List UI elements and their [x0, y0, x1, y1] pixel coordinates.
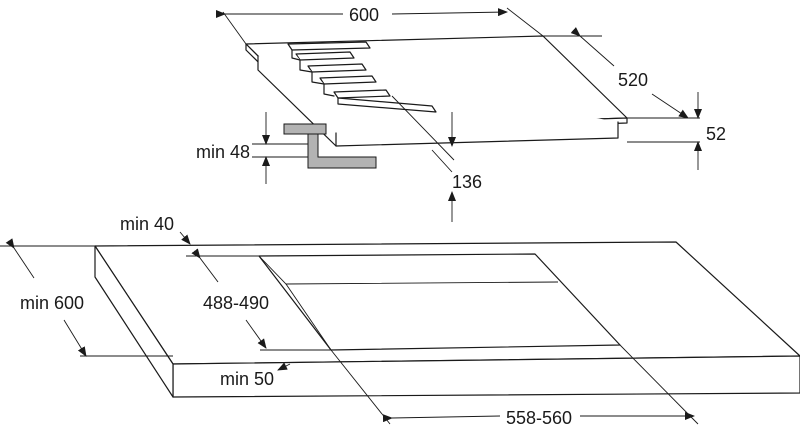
label-min-side-gap: min 48 [196, 142, 250, 162]
label-cutout-width: 558-560 [506, 408, 572, 428]
hob-drawing [245, 35, 628, 169]
label-min-rear-gap: min 40 [120, 214, 174, 234]
control-rails [287, 41, 437, 113]
label-hob-height: 52 [706, 124, 726, 144]
label-clearance-above: 136 [452, 172, 482, 192]
label-min-front-gap: min 50 [220, 369, 274, 389]
label-hob-width: 600 [349, 5, 379, 25]
label-hob-depth: 520 [618, 70, 648, 90]
worktop-section [283, 123, 377, 169]
dimension-lines [0, 7, 702, 425]
label-worktop-depth: min 600 [20, 293, 84, 313]
label-cutout-depth: 488-490 [203, 293, 269, 313]
worktop-drawing [94, 241, 800, 398]
worktop-side-face [94, 245, 174, 398]
